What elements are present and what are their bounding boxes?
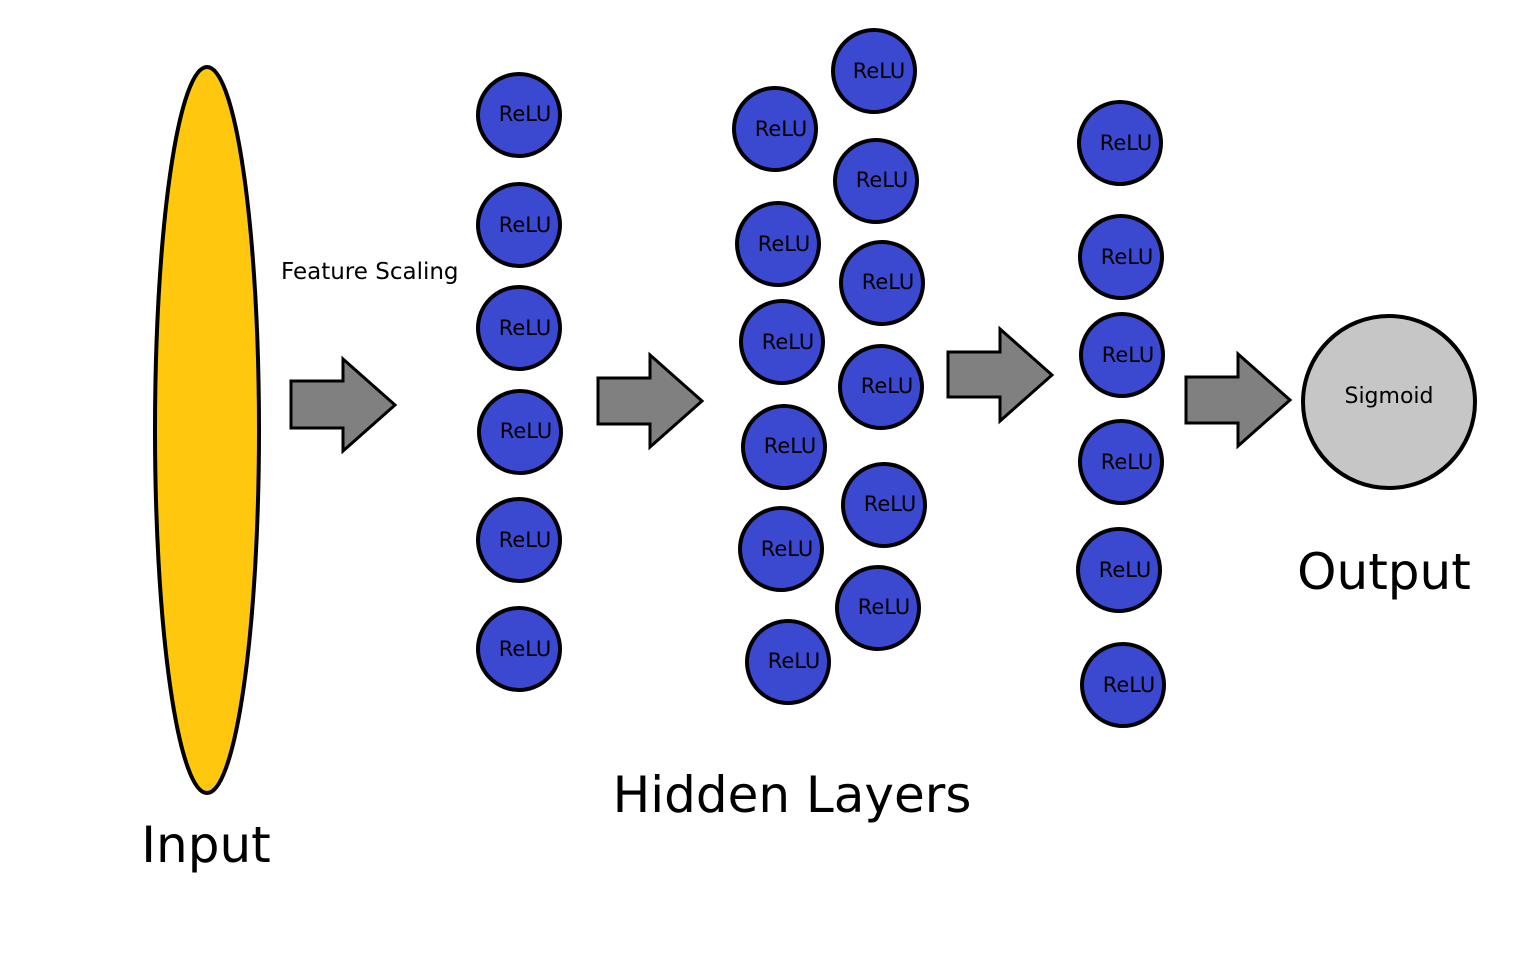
hidden-layer-2: ReLU ReLU ReLU ReLU ReLU ReLU ReLU ReLU — [732, 28, 927, 705]
relu-node: ReLU — [1077, 100, 1163, 186]
svg-text:ReLU: ReLU — [858, 595, 911, 619]
arrow-layer3-to-output — [1184, 350, 1293, 450]
svg-text:ReLU: ReLU — [1101, 450, 1154, 474]
feature-scaling-label: Feature Scaling — [281, 259, 459, 285]
relu-node: ReLU — [833, 138, 919, 224]
svg-text:ReLU: ReLU — [768, 649, 821, 673]
input-label: Input — [141, 816, 270, 874]
svg-text:ReLU: ReLU — [1099, 558, 1152, 582]
relu-node: ReLU — [476, 285, 562, 371]
svg-text:ReLU: ReLU — [862, 270, 915, 294]
svg-text:Sigmoid: Sigmoid — [1344, 384, 1433, 409]
hidden-layers-label: Hidden Layers — [613, 766, 972, 824]
relu-node: ReLU — [738, 506, 824, 592]
relu-node: ReLU — [477, 389, 563, 475]
hidden-layer-3: ReLU ReLU ReLU ReLU ReLU ReLU — [1076, 100, 1166, 728]
relu-node: ReLU — [476, 497, 562, 583]
relu-node: ReLU — [838, 344, 924, 430]
hidden-layer-1: ReLU ReLU ReLU ReLU ReLU ReLU — [476, 72, 563, 692]
relu-node: ReLU — [732, 86, 818, 172]
svg-text:ReLU: ReLU — [755, 117, 808, 141]
arrow-layer2-to-layer3 — [946, 325, 1055, 425]
relu-node: ReLU — [1079, 312, 1165, 398]
svg-text:ReLU: ReLU — [499, 316, 552, 340]
svg-text:ReLU: ReLU — [499, 213, 552, 237]
relu-node: ReLU — [741, 404, 827, 490]
svg-text:ReLU: ReLU — [864, 492, 917, 516]
svg-text:ReLU: ReLU — [500, 419, 553, 443]
arrow-layer1-to-layer2 — [596, 351, 705, 451]
svg-text:ReLU: ReLU — [761, 537, 814, 561]
svg-text:ReLU: ReLU — [1101, 245, 1154, 269]
relu-node: ReLU — [841, 462, 927, 548]
svg-text:ReLU: ReLU — [764, 434, 817, 458]
output-node: Sigmoid — [1301, 314, 1477, 490]
svg-text:ReLU: ReLU — [499, 637, 552, 661]
svg-text:ReLU: ReLU — [861, 374, 914, 398]
arrow-input-to-layer1 — [289, 355, 398, 455]
svg-text:ReLU: ReLU — [499, 102, 552, 126]
output-label: Output — [1297, 543, 1471, 601]
relu-node: ReLU — [476, 72, 562, 158]
svg-text:ReLU: ReLU — [762, 330, 815, 354]
relu-node: ReLU — [745, 619, 831, 705]
relu-node: ReLU — [1076, 527, 1162, 613]
svg-text:ReLU: ReLU — [1102, 343, 1155, 367]
relu-node: ReLU — [476, 606, 562, 692]
relu-node: ReLU — [839, 240, 925, 326]
svg-text:ReLU: ReLU — [758, 232, 811, 256]
relu-node: ReLU — [1078, 419, 1164, 505]
relu-node: ReLU — [476, 182, 562, 268]
svg-text:ReLU: ReLU — [499, 528, 552, 552]
svg-text:ReLU: ReLU — [856, 168, 909, 192]
relu-node: ReLU — [1078, 214, 1164, 300]
svg-text:ReLU: ReLU — [1100, 131, 1153, 155]
input-ellipse — [153, 65, 261, 795]
relu-node: ReLU — [831, 28, 917, 114]
relu-node: ReLU — [739, 299, 825, 385]
svg-text:ReLU: ReLU — [853, 59, 906, 83]
relu-node: ReLU — [1080, 642, 1166, 728]
relu-node: ReLU — [835, 565, 921, 651]
relu-node: ReLU — [735, 201, 821, 287]
svg-text:ReLU: ReLU — [1103, 673, 1156, 697]
